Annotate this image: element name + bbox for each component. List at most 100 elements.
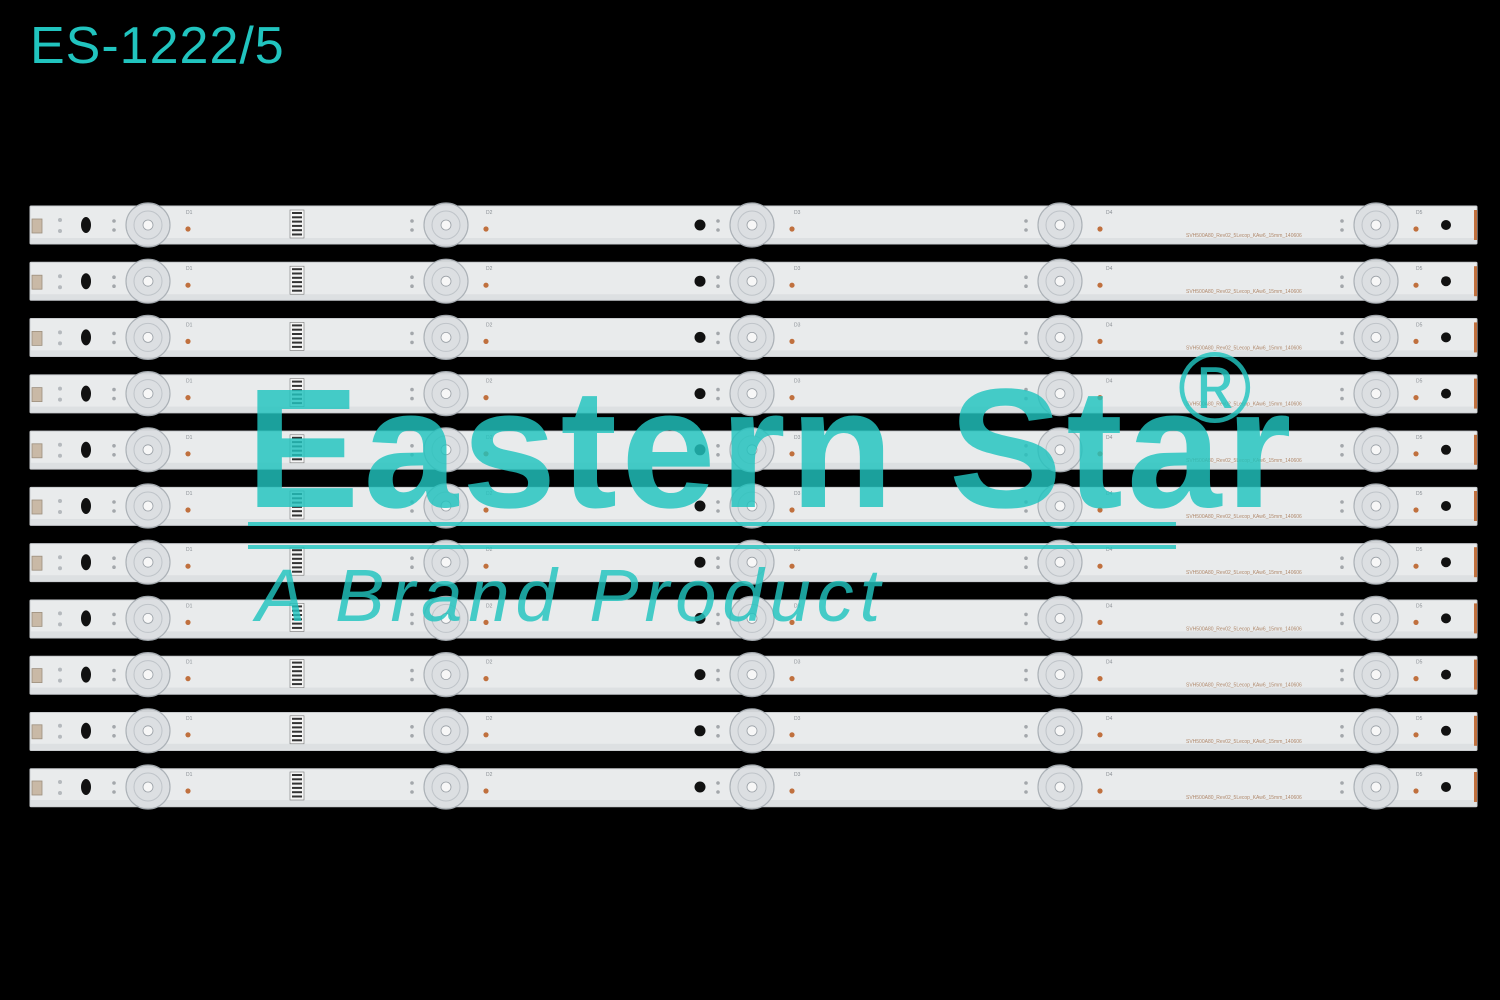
barcode-line <box>292 458 302 461</box>
barcode-line <box>292 216 302 219</box>
barcode-line <box>292 557 302 560</box>
mark <box>58 386 62 391</box>
test-point <box>1024 284 1028 289</box>
led-label: D1 <box>186 603 193 609</box>
mount-hole <box>1441 276 1451 287</box>
barcode-line <box>292 717 302 720</box>
barcode-line <box>292 726 302 729</box>
test-point <box>1340 677 1344 682</box>
barcode-line <box>292 337 302 340</box>
barcode-line <box>292 449 302 452</box>
mark <box>58 285 62 290</box>
barcode-line <box>292 549 302 552</box>
test-point <box>716 668 720 673</box>
led-label: D4 <box>1106 660 1113 666</box>
mark <box>58 397 62 402</box>
led-chip <box>1370 219 1382 231</box>
lens-ring <box>737 772 767 802</box>
led-chip <box>746 500 758 512</box>
led-chip <box>746 331 758 343</box>
led-chip <box>142 219 154 231</box>
test-point <box>716 275 720 280</box>
solder-pad <box>1413 563 1419 569</box>
led-label: D5 <box>1416 772 1423 778</box>
mount-hole <box>694 669 706 681</box>
led-chip <box>746 613 758 624</box>
solder-pad <box>1413 338 1419 344</box>
test-point <box>716 790 720 794</box>
led-chip <box>746 669 758 680</box>
led-chip <box>142 781 154 793</box>
solder-pad <box>483 395 489 401</box>
lens-ring <box>133 716 163 746</box>
solder-pad <box>1413 226 1419 232</box>
barcode-line <box>292 553 302 556</box>
led-label: D1 <box>186 266 193 272</box>
solder-pad <box>789 619 795 626</box>
barcode-line <box>292 341 302 344</box>
led-label: D2 <box>486 491 493 497</box>
strip-print-text: SVH500A80_Rev02_5Lecop_KAw6_15mm_140606 <box>1186 233 1302 239</box>
barcode-line <box>292 229 302 232</box>
led-chip <box>440 556 452 568</box>
led-label: D5 <box>1416 210 1423 216</box>
led-chip <box>142 669 154 680</box>
led-chip <box>440 331 452 343</box>
barcode-line <box>292 782 302 785</box>
led-chip <box>746 781 758 793</box>
led-chip <box>142 500 154 512</box>
lens-ring <box>737 322 767 352</box>
test-point <box>1340 500 1344 504</box>
lens-ring <box>1361 266 1391 296</box>
test-point <box>112 509 116 513</box>
test-point <box>1024 387 1028 392</box>
led-label: D5 <box>1416 435 1423 441</box>
solder-pad <box>483 788 489 794</box>
led-label: D4 <box>1106 379 1113 385</box>
edge-contact <box>1474 491 1477 521</box>
led-label: D5 <box>1416 491 1423 497</box>
led-chip <box>142 725 154 737</box>
mark <box>58 330 62 335</box>
lens-ring <box>133 379 163 409</box>
mount-hole <box>1441 613 1451 624</box>
lens-ring <box>1361 603 1391 633</box>
lens-ring <box>133 322 163 352</box>
test-point <box>1024 500 1028 504</box>
test-point <box>410 453 414 457</box>
lens-ring <box>737 491 767 521</box>
lens-ring <box>1045 435 1075 465</box>
led-label: D2 <box>486 603 493 609</box>
mark <box>58 723 62 728</box>
lens-ring <box>1361 547 1391 577</box>
solder-pad <box>1097 563 1103 569</box>
barcode-line <box>292 389 302 392</box>
test-point <box>1340 453 1344 457</box>
led-label: D5 <box>1416 266 1423 272</box>
barcode-line <box>292 566 302 569</box>
test-point <box>716 331 720 336</box>
test-point <box>716 340 720 345</box>
test-point <box>112 396 116 401</box>
mount-hole <box>1441 444 1451 455</box>
led-label: D2 <box>486 322 493 328</box>
lens-ring <box>431 660 461 690</box>
barcode-line <box>292 324 302 327</box>
led-label: D5 <box>1416 660 1423 666</box>
test-point <box>716 453 720 457</box>
led-chip <box>1370 556 1382 568</box>
test-point <box>112 781 116 785</box>
barcode-line <box>292 272 302 275</box>
led-chip <box>746 388 758 400</box>
solder-pad <box>1097 338 1103 344</box>
led-chip <box>746 556 758 568</box>
led-label: D2 <box>486 266 493 272</box>
strip-print-text: SVH500A80_Rev02_5Lecop_KAw6_15mm_140606 <box>1186 402 1302 408</box>
led-label: D3 <box>794 266 801 272</box>
solder-pad <box>1097 507 1103 513</box>
